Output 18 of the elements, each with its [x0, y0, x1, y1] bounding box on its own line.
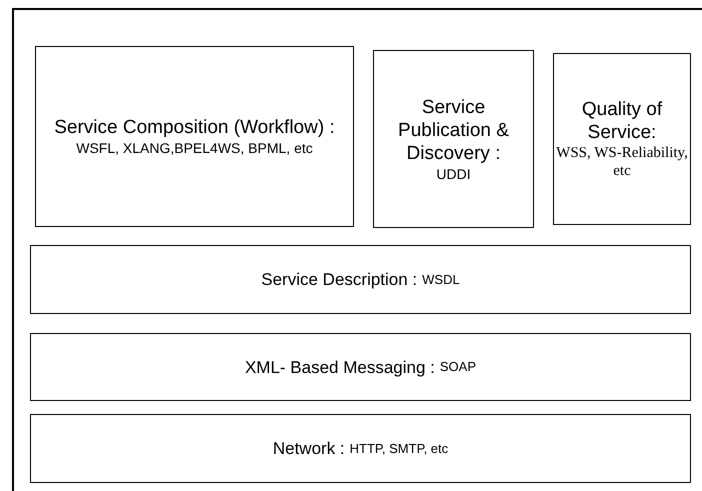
- layer-title: Service Publication & Discovery :: [397, 96, 510, 164]
- layer-band: [30, 414, 691, 483]
- layer-technologies: SOAP: [440, 358, 476, 376]
- layer-box: [553, 53, 691, 225]
- layer-technologies: WSDL: [422, 270, 460, 288]
- layer-technologies: HTTP, SMTP, etc: [350, 440, 448, 458]
- layer-box: [373, 50, 534, 228]
- layer-band: [30, 245, 691, 314]
- layer-title: XML- Based Messaging :: [244, 356, 435, 378]
- layer-technologies: WSS, WS-Reliability, etc: [555, 144, 689, 180]
- layer-title: Quality of Service:: [580, 98, 664, 144]
- layer-title: Network :: [272, 438, 345, 460]
- layer-box: [35, 46, 354, 227]
- layer-title: Service Composition (Workflow) :: [54, 116, 335, 139]
- layer-band: [30, 333, 691, 401]
- layer-technologies: UDDI: [436, 164, 471, 182]
- layer-technologies: WSFL, XLANG,BPEL4WS, BPML, etc: [76, 139, 313, 157]
- layer-title: Service Description :: [261, 269, 418, 291]
